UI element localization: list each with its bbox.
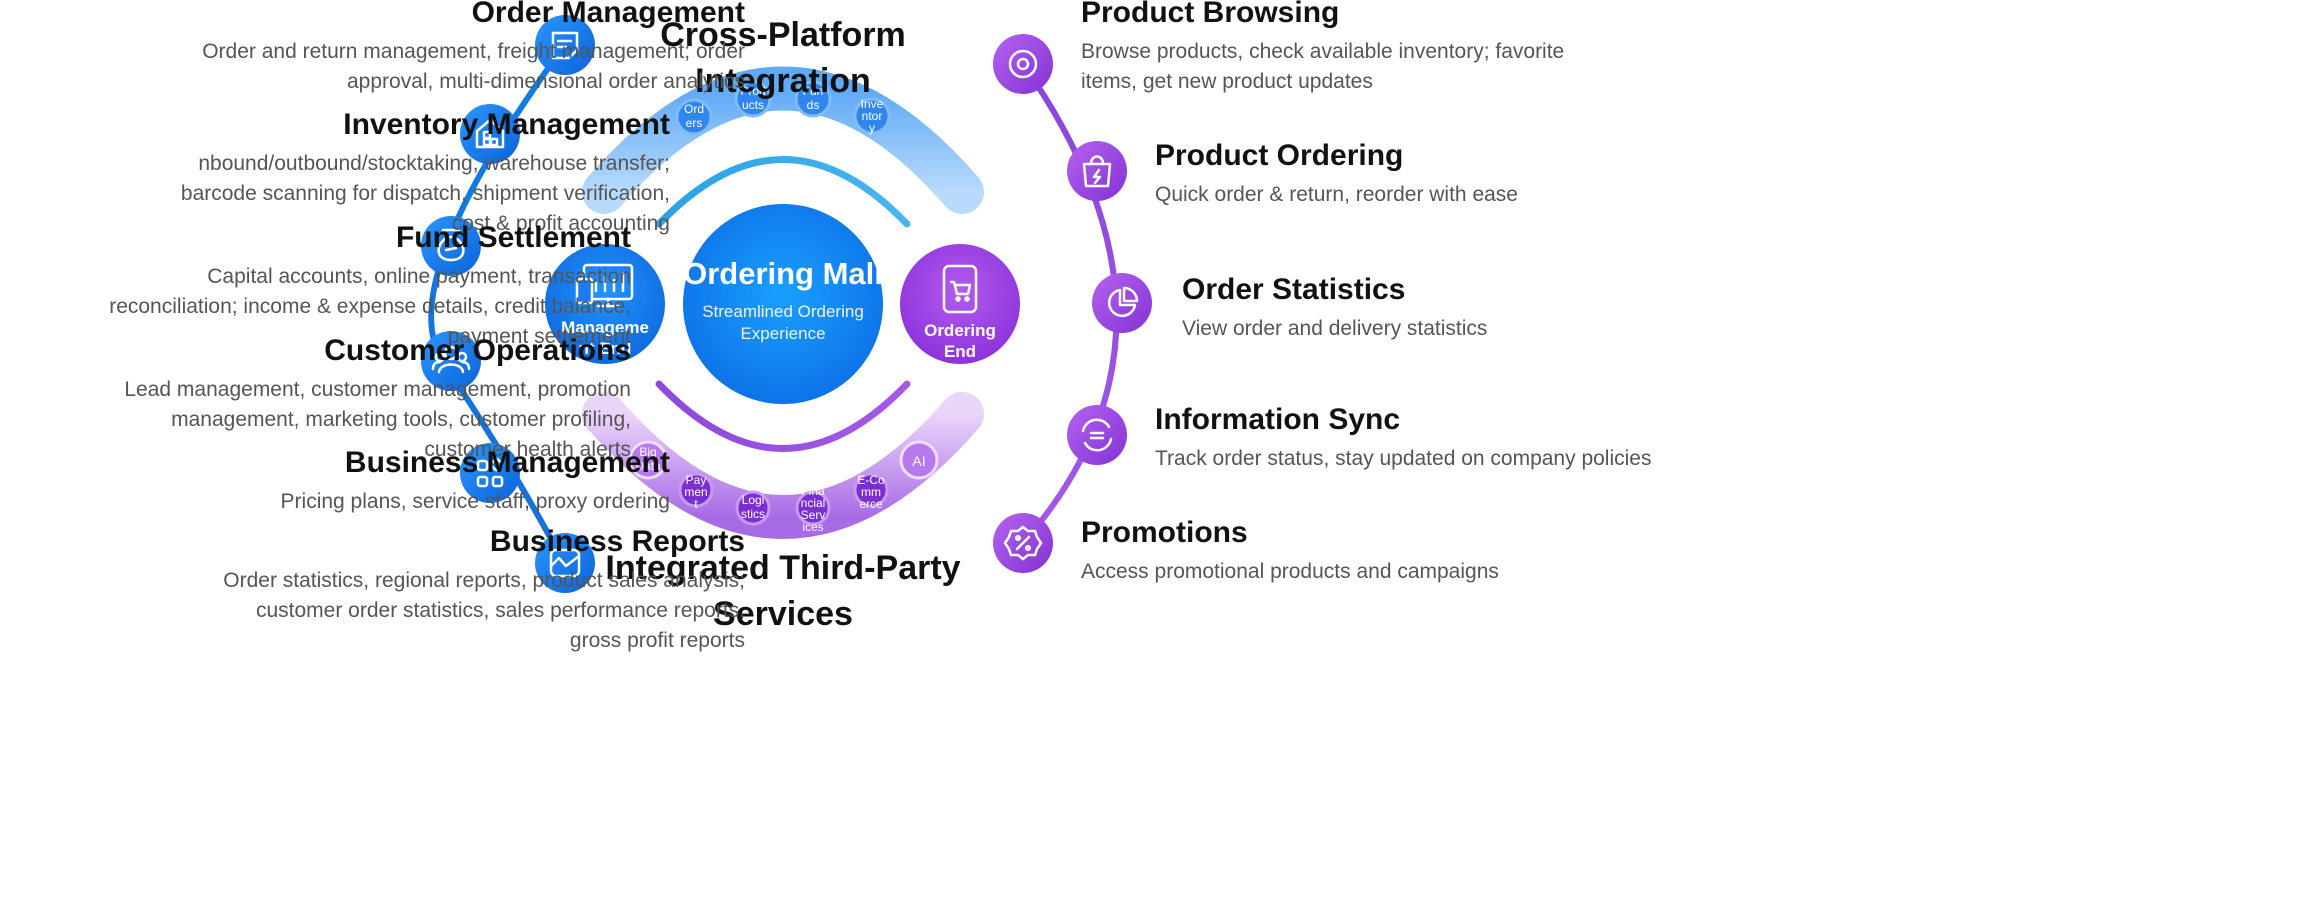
feature-business-management: Business Management Pricing plans, servi… [50, 445, 670, 517]
feature-desc: Track order status, stay updated on comp… [1155, 447, 1652, 470]
feature-title: Promotions [1081, 516, 1248, 549]
service-chip-ai: AI [899, 440, 939, 480]
svg-text:ucts: ucts [742, 98, 764, 112]
svg-text:Prod: Prod [740, 84, 765, 98]
service-chip-logistics: Logi stics [735, 490, 771, 526]
feature-desc: View order and delivery statistics [1182, 317, 1488, 340]
svg-text:Ord: Ord [684, 102, 704, 116]
feature-desc: Lead management, customer management, pr… [124, 378, 631, 461]
cross-platform-heading: Cross-Platform Integration [660, 16, 906, 100]
svg-text:ntor: ntor [862, 109, 883, 123]
svg-text:ices: ices [802, 520, 823, 534]
third-party-heading-line2: Services [713, 595, 853, 633]
eye-icon [993, 34, 1053, 94]
svg-text:Fun: Fun [803, 84, 824, 98]
svg-text:erce: erce [859, 497, 883, 511]
chart-wave-icon [535, 533, 595, 593]
integration-chip-inventory: Inve ntor y [853, 97, 891, 135]
ordering-mall-hub: Ordering Mall Streamlined Ordering Exper… [683, 204, 883, 404]
monitor-chart-icon [575, 263, 634, 308]
service-chip-big-data: Big Data [628, 440, 668, 480]
svg-text:nt End: nt End [579, 339, 632, 358]
shopping-bag-icon [1067, 141, 1127, 201]
svg-text:Big: Big [639, 445, 656, 459]
integration-chip-funds: Fun ds [794, 80, 832, 118]
sync-icon [1067, 405, 1127, 465]
feature-title: Customer Operations [324, 334, 631, 367]
feature-fund-settlement: Fund Settlement Capital accounts, online… [11, 220, 631, 352]
feature-desc: Access promotional products and campaign… [1081, 560, 1499, 583]
feature-desc: nbound/outbound/stocktaking, warehouse t… [180, 152, 670, 235]
feature-desc: Capital accounts, online payment, transa… [109, 265, 631, 348]
feature-title: Inventory Management [343, 108, 670, 141]
feature-order-statistics: Order Statistics View order and delivery… [1182, 272, 1802, 344]
svg-text:Data: Data [635, 459, 661, 473]
svg-text:Inve: Inve [861, 97, 884, 111]
svg-text:stics: stics [741, 507, 765, 521]
feature-title: Order Statistics [1182, 273, 1406, 306]
grid-icon [460, 443, 520, 503]
ordering-end-node: Ordering End [900, 244, 1020, 364]
feature-product-browsing: Product Browsing Browse products, check … [1081, 0, 1701, 97]
feature-business-reports: Business Reports Order statistics, regio… [85, 524, 745, 656]
phone-cart-icon [942, 264, 978, 314]
integration-chip-products: Prod ucts [734, 80, 772, 118]
feature-order-management: Order Management Order and return manage… [85, 0, 745, 97]
hub-subtitle-line1: Streamlined Ordering [702, 302, 864, 321]
svg-text:ds: ds [807, 98, 820, 112]
svg-text:E-Co: E-Co [857, 473, 885, 487]
svg-text:End: End [944, 342, 976, 361]
feature-title: Business Management [344, 446, 670, 479]
feature-desc: Order statistics, regional reports, prod… [223, 569, 745, 652]
feature-inventory-management: Inventory Management nbound/outbound/sto… [50, 107, 670, 239]
users-icon [421, 331, 481, 391]
svg-text:Logi: Logi [742, 493, 765, 507]
feature-desc: Quick order & return, reorder with ease [1155, 183, 1518, 206]
svg-text:Pay: Pay [686, 473, 707, 487]
svg-text:Ordering: Ordering [924, 321, 996, 340]
svg-text:Serv: Serv [801, 508, 826, 522]
inner-top-arc [655, 156, 911, 228]
svg-text:ncial: ncial [801, 496, 826, 510]
service-chip-financial-services: Fina ncial Serv ices [795, 484, 831, 534]
feature-desc: Browse products, check available invento… [1081, 40, 1565, 93]
feature-title: Business Reports [489, 525, 745, 558]
svg-text:y: y [869, 121, 875, 135]
feature-title: Fund Settlement [395, 221, 631, 254]
integration-arc [582, 66, 984, 214]
third-party-services-heading: Integrated Third-Party Services [583, 545, 983, 637]
hub-subtitle-line2: Experience [740, 324, 825, 343]
svg-text:Manageme: Manageme [561, 318, 649, 337]
svg-text:AI: AI [912, 453, 925, 469]
feature-title: Product Ordering [1155, 139, 1404, 172]
integration-chip-orders: Ord ers [675, 98, 713, 136]
feature-title: Product Browsing [1081, 0, 1340, 29]
hub-title: Ordering Mall [683, 256, 883, 291]
feature-promotions: Promotions Access promotional products a… [1081, 515, 1701, 587]
svg-text:men: men [684, 485, 707, 499]
svg-text:ers: ers [686, 116, 703, 130]
feature-customer-operations: Customer Operations Lead management, cus… [11, 333, 631, 465]
warehouse-icon [460, 104, 520, 164]
feature-title: Order Management [471, 0, 745, 29]
svg-text:t: t [694, 497, 698, 511]
service-chip-ecommerce: E-Co mm erce [853, 472, 889, 511]
feature-product-ordering: Product Ordering Quick order & return, r… [1155, 138, 1775, 210]
inner-bottom-arc [655, 380, 911, 452]
feature-information-sync: Information Sync Track order status, sta… [1155, 402, 1775, 474]
svg-text:mm: mm [861, 485, 881, 499]
discount-icon [993, 513, 1053, 573]
document-icon [535, 15, 595, 75]
feature-desc: Pricing plans, service staff, proxy orde… [280, 490, 670, 513]
third-party-heading-line1: Integrated Third-Party [605, 549, 961, 587]
management-end-node: Manageme nt End [545, 244, 665, 364]
feature-title: Information Sync [1155, 403, 1401, 436]
pie-chart-icon [1092, 273, 1152, 333]
service-chip-payment: Pay men t [678, 472, 714, 511]
money-bag-icon [421, 216, 481, 276]
feature-desc: Order and return management, freight man… [202, 40, 745, 93]
svg-text:Fina: Fina [801, 484, 825, 498]
